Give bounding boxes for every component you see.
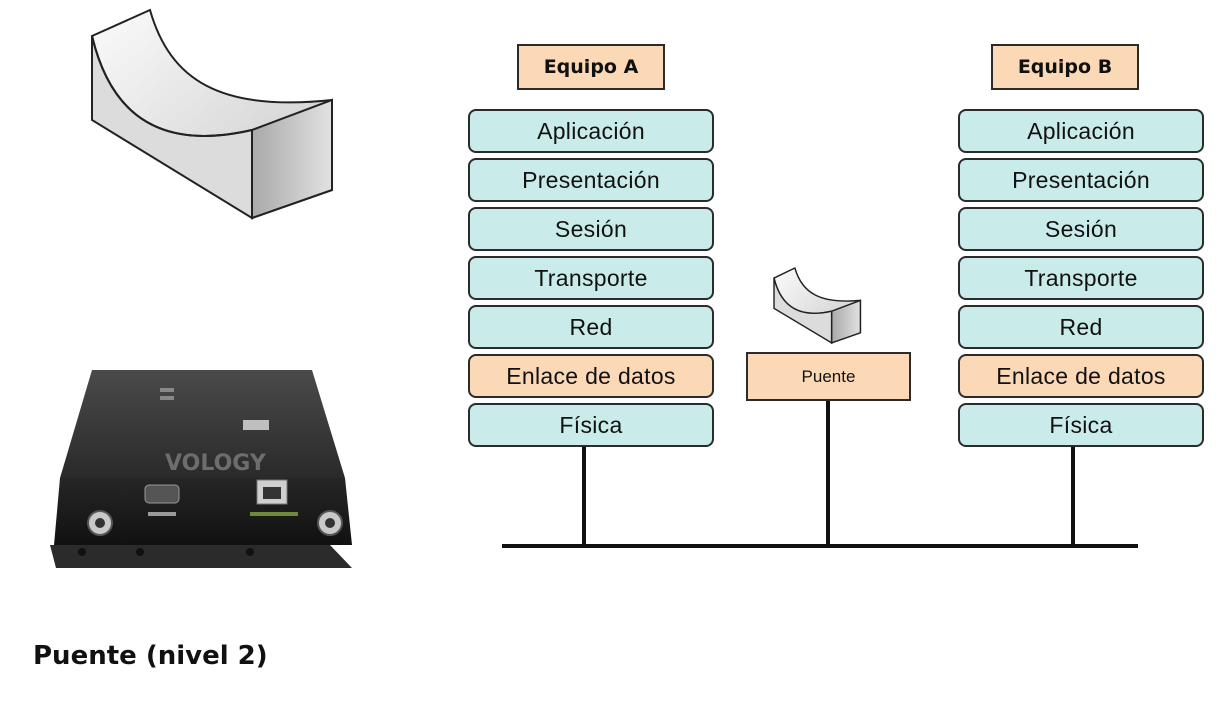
equipo-a-layer-6: Física — [468, 403, 714, 447]
bridge-box: Puente — [746, 352, 911, 401]
equipo-b-layer-6: Física — [958, 403, 1204, 447]
equipo-a-layer-3: Transporte — [468, 256, 714, 300]
equipo-a-layer-4: Red — [468, 305, 714, 349]
equipo-a-layer-0: Aplicación — [468, 109, 714, 153]
bridge-device-photo: VOLOGY — [50, 370, 352, 568]
caption: Puente (nivel 2) — [33, 641, 268, 671]
equipo-b-label: Equipo B — [991, 44, 1139, 90]
equipo-b-layer-5: Enlace de datos — [958, 354, 1204, 398]
equipo-a-layer-5: Enlace de datos — [468, 354, 714, 398]
equipo-b-layer-3: Transporte — [958, 256, 1204, 300]
equipo-b-layer-2: Sesión — [958, 207, 1204, 251]
equipo-a-label: Equipo A — [517, 44, 665, 90]
equipo-b-layer-1: Presentación — [958, 158, 1204, 202]
bridge-icon-small — [773, 266, 862, 345]
network-lines — [502, 400, 1138, 548]
equipo-b-layer-0: Aplicación — [958, 109, 1204, 153]
equipo-b-layer-4: Red — [958, 305, 1204, 349]
equipo-a-layer-2: Sesión — [468, 207, 714, 251]
device-logo: VOLOGY — [165, 451, 267, 476]
bridge-icon-large — [90, 8, 333, 220]
equipo-a-layer-1: Presentación — [468, 158, 714, 202]
